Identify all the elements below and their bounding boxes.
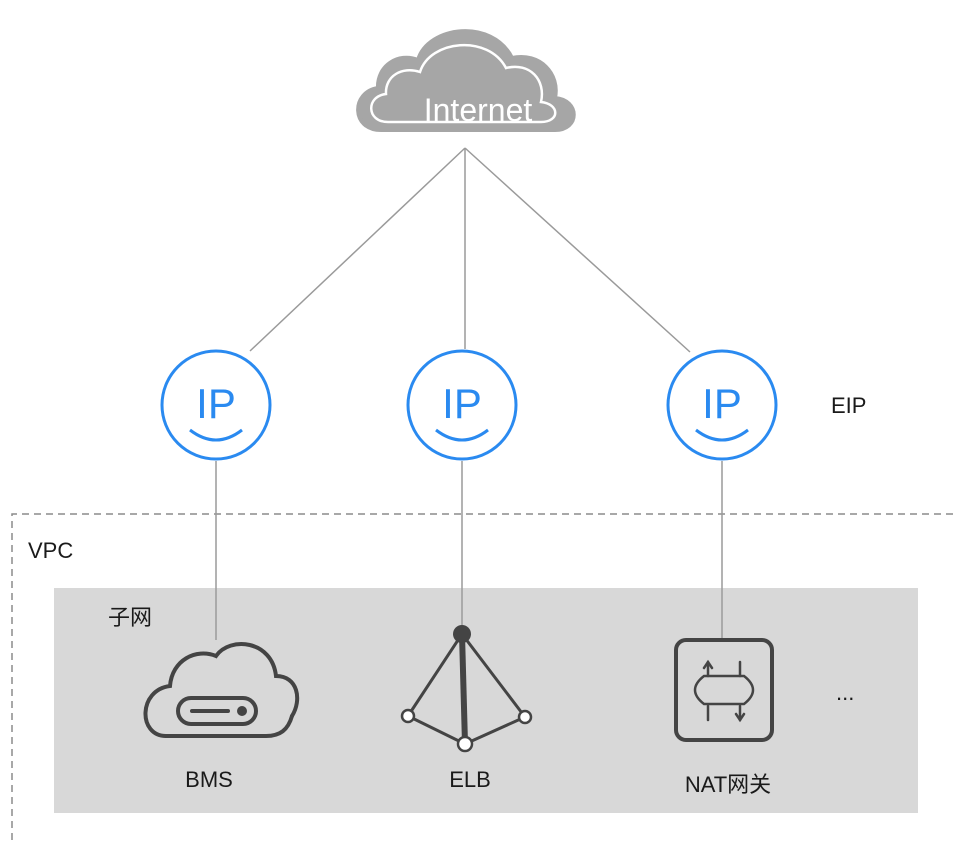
vpc-boundary <box>11 513 956 840</box>
nat-gateway-icon <box>674 638 774 742</box>
nat-gateway-label: NAT网关 <box>684 772 772 797</box>
link-internet-eip-3 <box>464 147 691 353</box>
eip-label-2: IP <box>442 380 482 427</box>
connectors <box>215 147 723 640</box>
eip-label-3: IP <box>702 380 742 427</box>
eip-label: EIP <box>831 393 867 418</box>
vpc-label: VPC <box>28 538 74 563</box>
elb-label: ELB <box>449 767 491 792</box>
cloud-icon <box>356 29 576 132</box>
bms-icon <box>143 642 300 738</box>
eip-label-1: IP <box>196 380 236 427</box>
link-internet-eip-1 <box>249 147 466 352</box>
more-resources-ellipsis: ... <box>836 680 855 705</box>
subnet-label: 子网 <box>108 605 153 630</box>
bms-label: BMS <box>185 767 233 792</box>
cloud-label: Internet <box>424 92 533 128</box>
eip-icon <box>666 349 778 461</box>
elb-icon <box>400 625 533 753</box>
eip-icon <box>406 349 518 461</box>
eip-icon <box>160 349 272 461</box>
